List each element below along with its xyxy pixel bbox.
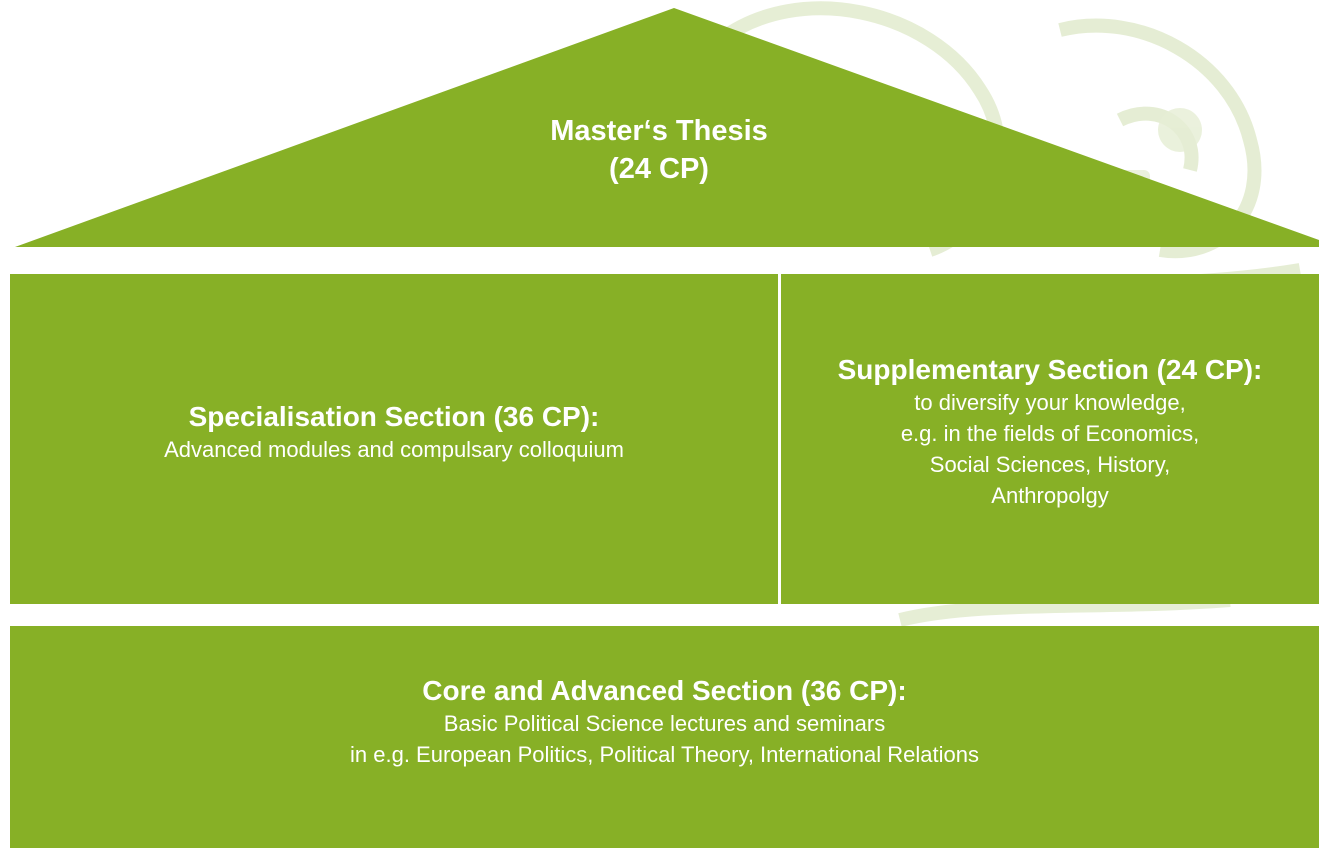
- core-description-line: Basic Political Science lectures and sem…: [443, 711, 886, 736]
- roof-title: Master‘s Thesis: [550, 115, 768, 147]
- core-title: Core and Advanced Section (36 CP):: [422, 675, 907, 706]
- supplementary-section-block: Supplementary Section (24 CP): to divers…: [781, 274, 1319, 604]
- specialisation-section-block: Specialisation Section (36 CP): Advanced…: [10, 274, 778, 604]
- specialisation-description: Advanced modules and compulsary colloqui…: [164, 436, 624, 462]
- section-divider: [778, 274, 781, 604]
- specialisation-title: Specialisation Section (36 CP):: [188, 400, 600, 432]
- supplementary-description-line: to diversify your knowledge,: [914, 390, 1186, 415]
- supplementary-description-line: e.g. in the fields of Economics,: [900, 421, 1200, 446]
- masters-thesis-label: Master‘s Thesis (24 CP): [459, 112, 859, 188]
- roof-triangle: [15, 8, 1319, 247]
- core-advanced-section-block: Core and Advanced Section (36 CP): Basic…: [10, 626, 1319, 848]
- supplementary-description-line: Anthropolgy: [991, 483, 1109, 508]
- supplementary-description: to diversify your knowledge, e.g. in the…: [800, 387, 1300, 511]
- supplementary-description-line: Social Sciences, History,: [929, 452, 1171, 477]
- core-description: Basic Political Science lectures and sem…: [115, 708, 1215, 770]
- supplementary-title: Supplementary Section (24 CP):: [837, 354, 1263, 385]
- core-description-line: in e.g. European Politics, Political The…: [350, 742, 979, 767]
- roof-credits: (24 CP): [609, 153, 709, 185]
